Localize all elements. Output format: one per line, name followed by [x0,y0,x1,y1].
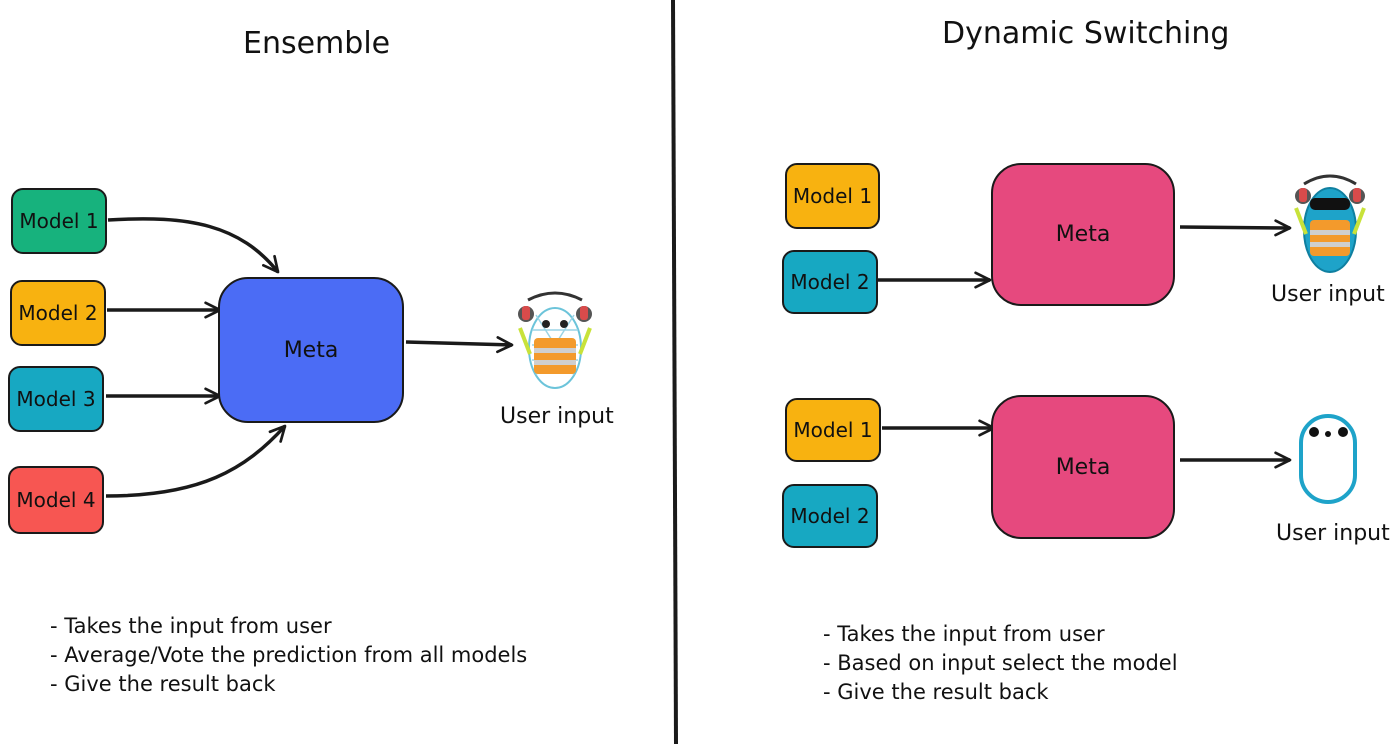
dynamic-bottom-user-input-label: User input [1276,521,1390,546]
gopher-safety-vest-icon [518,291,592,389]
dynamic-bottom-model-2-box: Model 2 [782,484,878,548]
dynamic-switching-title: Dynamic Switching [942,16,1230,51]
dynamic-top-user-input-label: User input [1271,282,1385,307]
ensemble-model-4-box: Model 4 [8,466,104,534]
gopher-safety-vest-blue-icon [1294,174,1366,273]
ensemble-title: Ensemble [243,26,391,61]
arrow-model1-to-meta [107,217,280,274]
ensemble-note-2: Average/Vote the prediction from all mod… [50,641,527,670]
dynamic-top-model-2-box: Model 2 [782,250,878,314]
dynamic-note-1: Takes the input from user [823,620,1178,649]
dynamic-bottom-model-1-box: Model 1 [785,398,881,462]
panel-divider [671,0,678,744]
dynamic-note-3: Give the result back [823,678,1178,707]
dynamic-top-meta-box: Meta [991,163,1175,306]
arrow-meta-to-user-input [405,336,514,354]
arrow-top-meta-to-user-input [1179,219,1292,237]
arrow-model4-to-meta [105,424,287,498]
ensemble-model-1-box: Model 1 [11,188,107,254]
dynamic-top-model-1-box: Model 1 [785,163,880,229]
ensemble-meta-box: Meta [218,277,404,423]
ensemble-model-3-box: Model 3 [8,366,104,432]
ensemble-user-input-label: User input [500,404,614,429]
ensemble-note-3: Give the result back [50,670,527,699]
dynamic-notes-list: Takes the input from user Based on input… [823,620,1178,707]
ensemble-note-1: Takes the input from user [50,612,527,641]
dynamic-note-2: Based on input select the model [823,649,1177,678]
dynamic-bottom-meta-box: Meta [991,395,1175,539]
ensemble-model-2-box: Model 2 [10,280,106,346]
gopher-outline-icon [1299,414,1357,504]
ensemble-notes-list: Takes the input from user Average/Vote t… [50,612,527,699]
